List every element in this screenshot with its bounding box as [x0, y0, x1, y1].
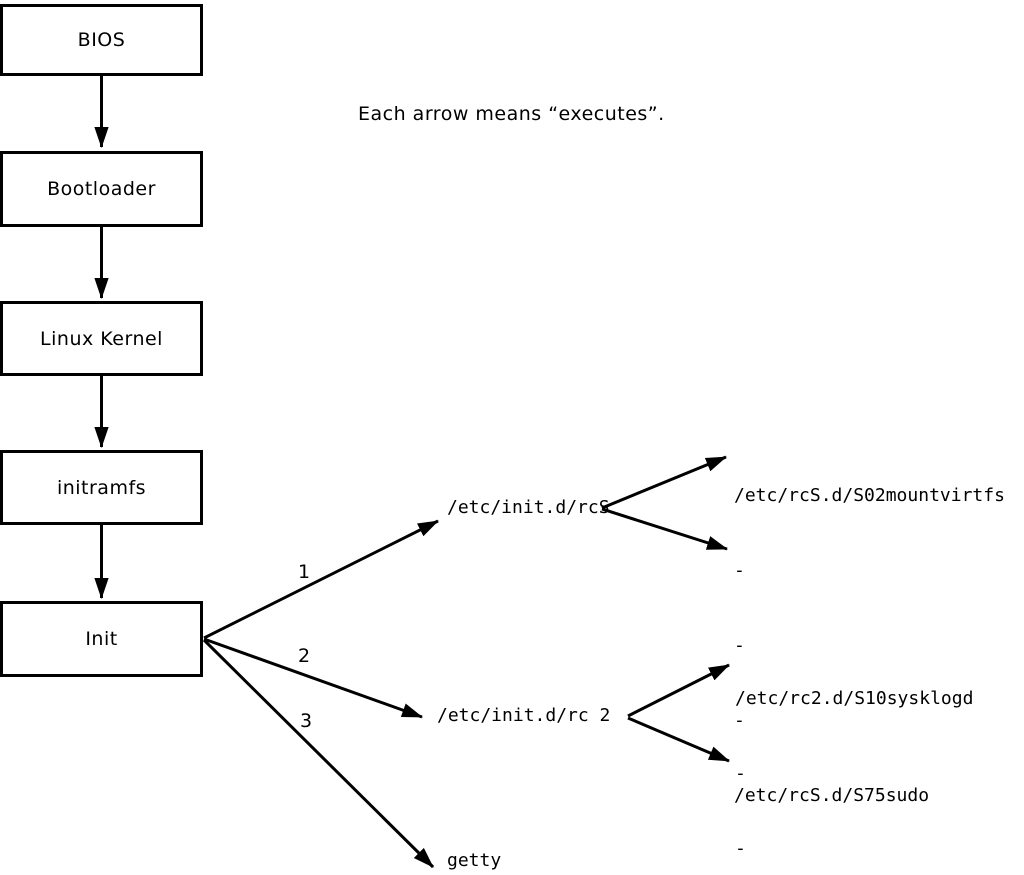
node-bios: BIOS [0, 4, 203, 76]
node-linux-kernel: Linux Kernel [0, 301, 203, 376]
node-bootloader-label: Bootloader [47, 178, 156, 200]
arrow-init-to-getty [202, 638, 435, 869]
list-item: /etc/rcS.d/S02mountvirtfs [734, 485, 1005, 506]
node-linux-kernel-label: Linux Kernel [40, 327, 163, 350]
node-initramfs-label: initramfs [56, 476, 147, 499]
edge-number-3: 3 [300, 710, 313, 732]
list-item: - [734, 560, 745, 581]
arrow-rcS-to-S75sudo [601, 507, 729, 551]
list-item: - [735, 763, 746, 784]
arrow-rc2-to-S10sysklogd [627, 663, 730, 718]
rc2-script-list: /etc/rc2.d/S10sysklogd - - - /etc/rc2.d/… [735, 636, 973, 875]
caption-text: Each arrow means “executes”. [358, 103, 665, 125]
node-bootloader: Bootloader [0, 151, 203, 227]
edge-number-1: 1 [298, 561, 311, 583]
arrow-init-to-rcS [203, 519, 439, 640]
list-item: /etc/rc2.d/S10sysklogd [735, 688, 974, 709]
label-etc-init-d-rc2: /etc/init.d/rc 2 [437, 705, 611, 726]
node-bios-label: BIOS [77, 29, 126, 51]
edge-number-2: 2 [298, 645, 311, 667]
list-item: - [734, 710, 745, 731]
list-item: - [734, 635, 745, 656]
arrow-rc2-to-S99gdm [627, 716, 730, 763]
arrow-init-to-rc2 [203, 637, 423, 719]
list-item: - [735, 838, 746, 859]
arrow-rcS-to-S02mountvirtfs [601, 455, 727, 510]
list-item: /etc/rcS.d/S75sudo [734, 785, 930, 806]
node-init: Init [0, 601, 203, 677]
rcS-script-list: /etc/rcS.d/S02mountvirtfs - - - /etc/rcS… [734, 433, 1005, 858]
label-getty: getty [447, 850, 502, 871]
label-etc-init-d-rcS: /etc/init.d/rcS [447, 497, 610, 518]
node-initramfs: initramfs [0, 450, 203, 525]
node-init-label: Init [85, 628, 118, 650]
